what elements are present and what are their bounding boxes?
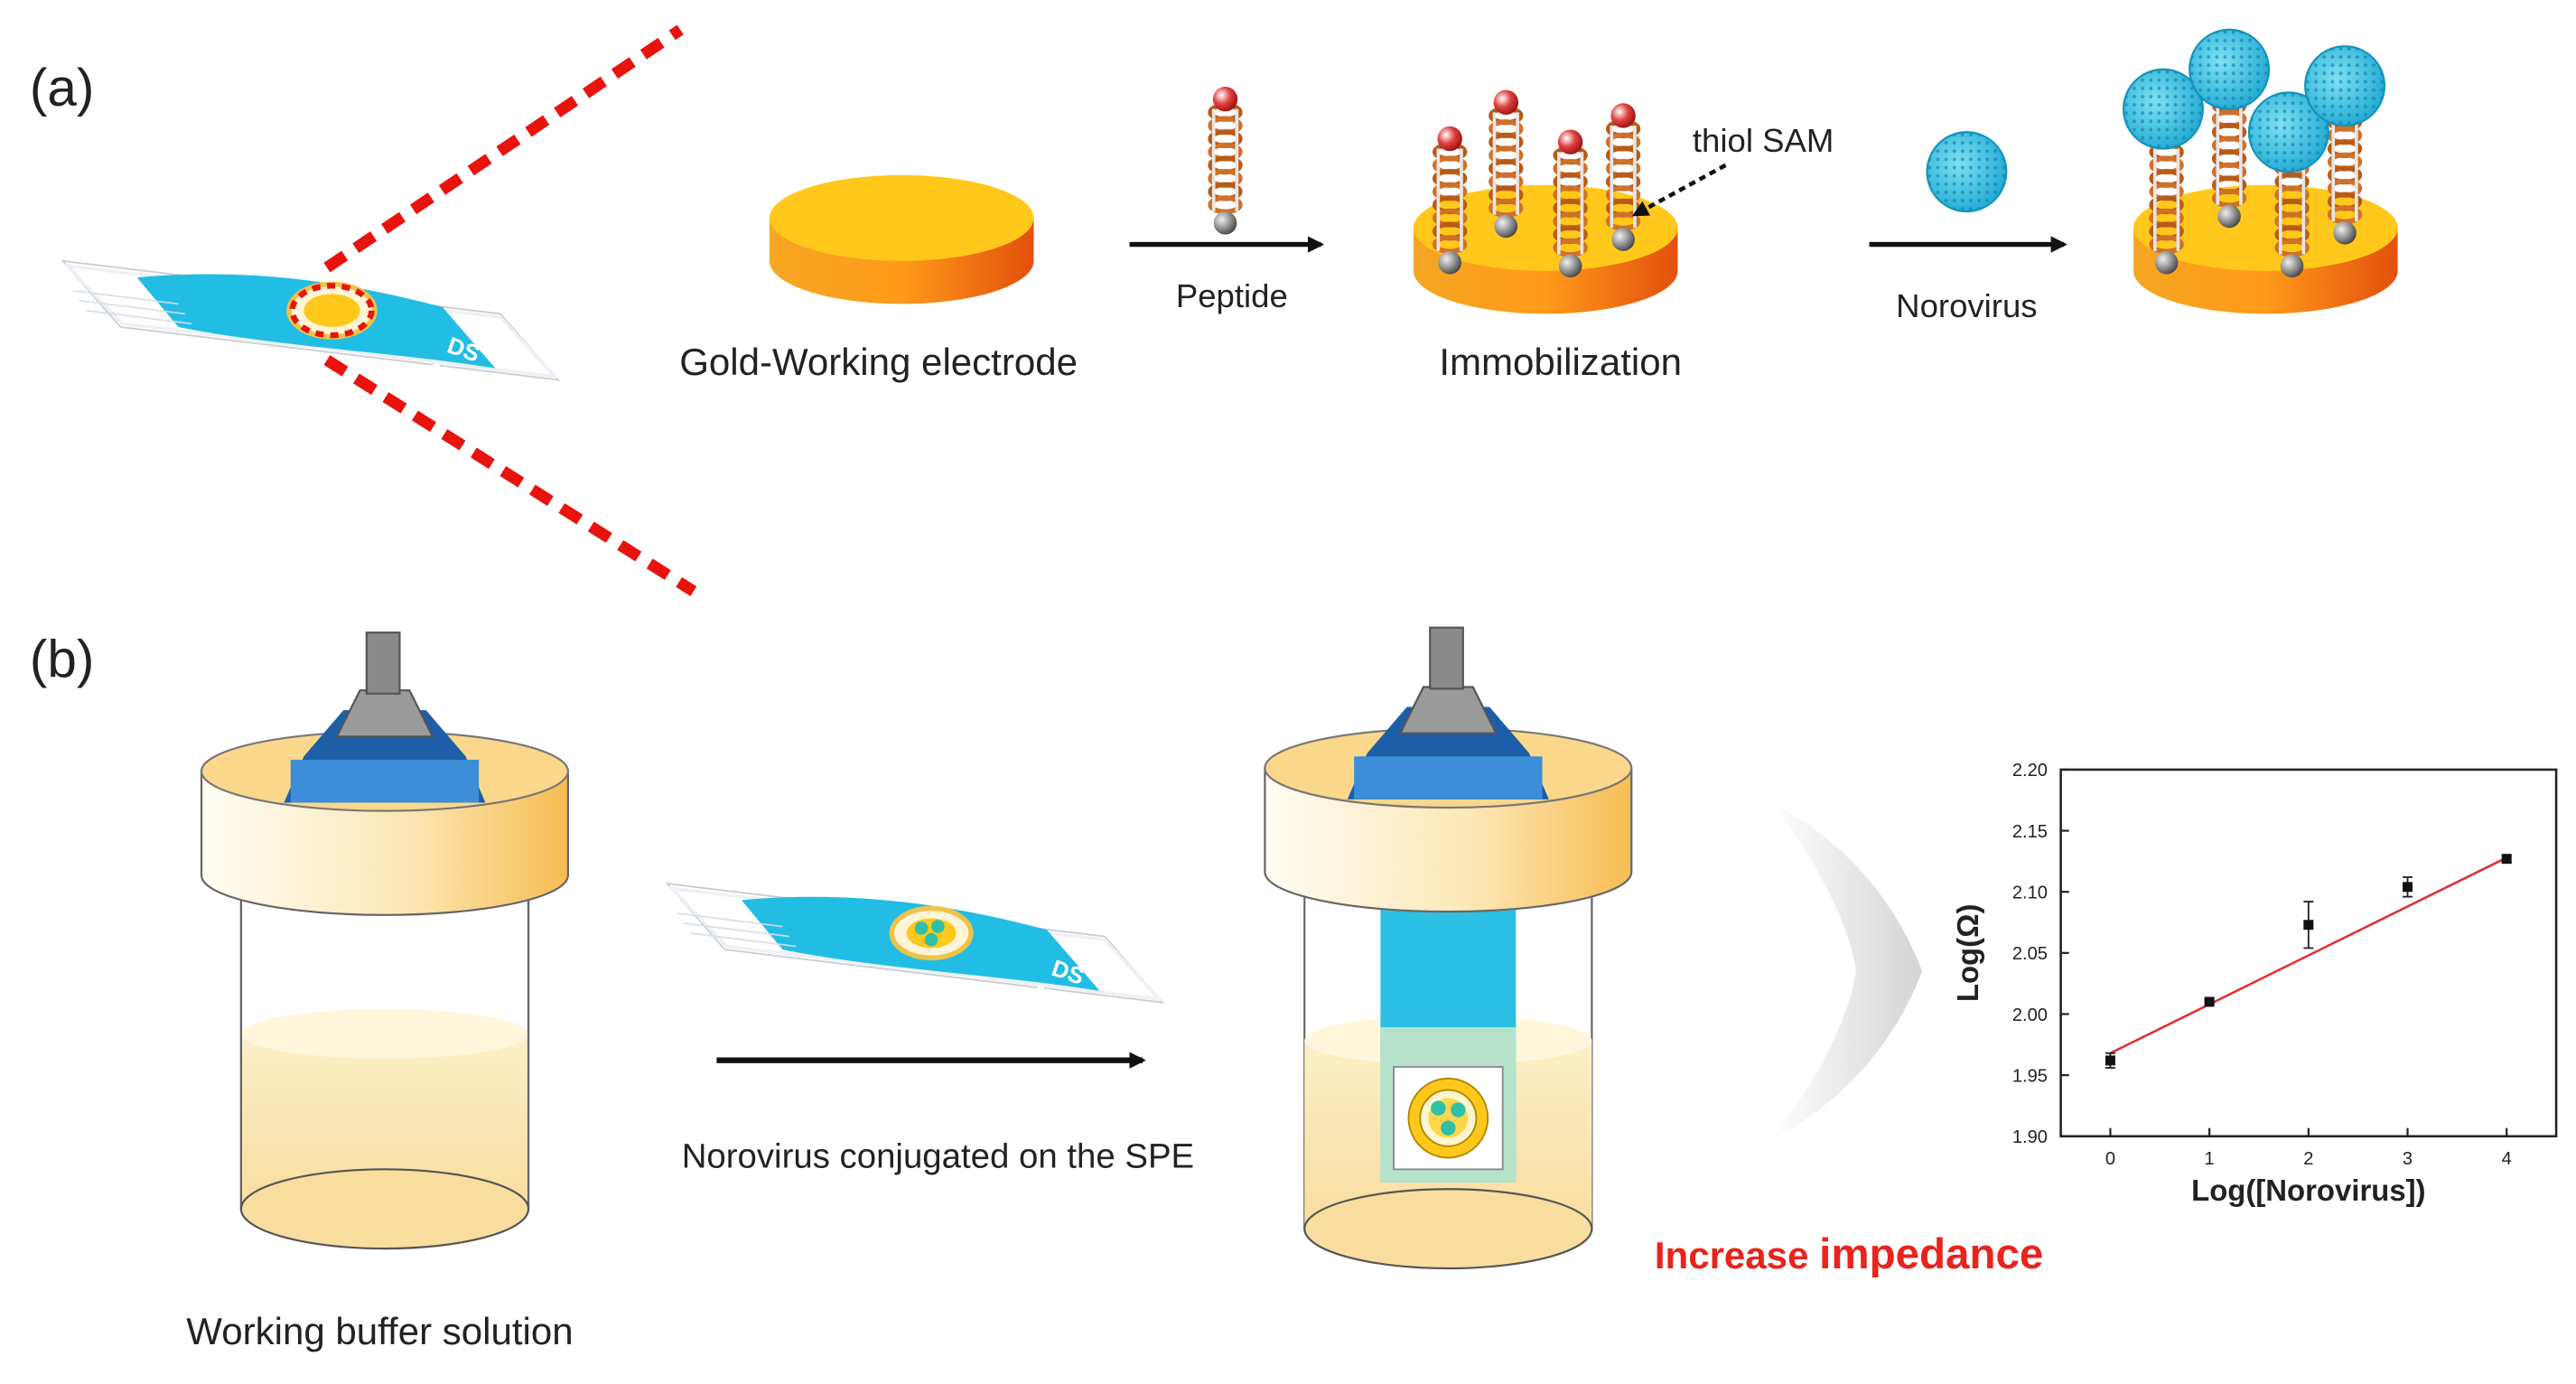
- panel-b-label: (b): [30, 631, 95, 689]
- immobilization-label: Immobilization: [1439, 341, 1682, 383]
- spe-strip-conjugated: [665, 882, 1164, 1017]
- chart-y-tick-label: 2.05: [2012, 944, 2048, 964]
- chart-x-tick-label: 4: [2502, 1149, 2512, 1169]
- chart-data-point: [2403, 882, 2413, 893]
- chart-y-tick-label: 2.10: [2012, 884, 2048, 903]
- chart-y-tick-label: 1.95: [2012, 1066, 2048, 1086]
- immobilized-electrode: [1413, 90, 1678, 314]
- chart-y-tick-label: 2.00: [2012, 1005, 2048, 1025]
- peptide-icon: [1210, 87, 1240, 235]
- arrow-norovirus-label: Norovirus: [1896, 287, 2037, 324]
- beaker-measurement: [1264, 626, 1633, 1270]
- chart-data-point: [2303, 920, 2314, 930]
- thiol-pointer: [1631, 163, 1727, 217]
- chart-plot-area: [2059, 768, 2558, 1138]
- impedance-label: Increase impedance: [1655, 1230, 2044, 1278]
- beaker-buffer: [200, 631, 569, 1250]
- gold-electrode: [769, 174, 1034, 304]
- chart-x-tick-label: 3: [2403, 1149, 2413, 1169]
- spe-strip: [61, 259, 560, 395]
- chart-data-point: [2501, 854, 2512, 865]
- chart-y-axis-label: Log(Ω): [1951, 904, 1984, 1003]
- virus-bound-electrode: [2122, 28, 2398, 314]
- panel-a-label: (a): [30, 59, 95, 117]
- chart-x-tick-label: 1: [2205, 1149, 2215, 1169]
- electrode-label: Gold-Working electrode: [679, 341, 1078, 383]
- chart-data-point: [2105, 1055, 2115, 1066]
- calibration-chart: Log(Ω) Log([Norovirus]) 1.90 1.95 2.00 2.05…: [1951, 761, 2558, 1207]
- zoom-line-top: [323, 24, 684, 273]
- chart-y-tick-label: 1.90: [2012, 1127, 2048, 1147]
- buffer-label: Working buffer solution: [186, 1310, 573, 1352]
- chart-y-tick-label: 2.20: [2012, 761, 2048, 781]
- chart-y-tick-label: 2.15: [2012, 822, 2048, 842]
- chart-x-tick-label: 2: [2303, 1149, 2313, 1169]
- chevron-arrow: [1769, 802, 1923, 1140]
- thiol-sam-label: thiol SAM: [1693, 122, 1834, 159]
- chart-fit-line: [2109, 856, 2507, 1054]
- chart-data-point: [2204, 996, 2215, 1007]
- chart-x-tick-label: 0: [2105, 1149, 2115, 1169]
- chart-x-axis-label: Log([Norovirus]): [2191, 1174, 2425, 1207]
- arrow-peptide-label: Peptide: [1176, 277, 1288, 314]
- norovirus-icon: [1926, 131, 2008, 213]
- conjugation-label: Norovirus conjugated on the SPE: [682, 1137, 1194, 1176]
- zoom-line-bottom: [323, 355, 697, 596]
